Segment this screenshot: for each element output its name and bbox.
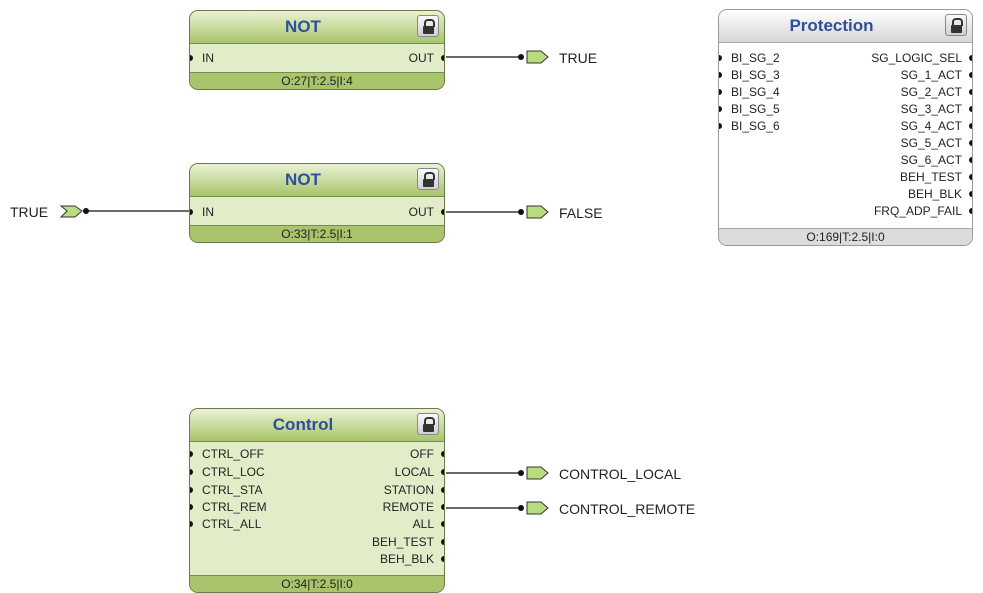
input-pin-ctrl-off[interactable]: CTRL_OFF [190, 447, 265, 461]
output-pin-out[interactable]: OUT [408, 51, 444, 65]
lock-icon[interactable] [945, 14, 967, 36]
output-pin-station[interactable]: STATION [383, 483, 444, 497]
not-block-1[interactable]: NOT IN OUT O:27|T:2.5|I:4 [189, 10, 445, 90]
output-pin-sg-5-act[interactable]: SG_5_ACT [900, 136, 972, 150]
output-pin-out[interactable]: OUT [408, 205, 444, 219]
input-pin-ctrl-all[interactable]: CTRL_ALL [190, 517, 262, 531]
signal-label-true-in: TRUE [10, 204, 49, 220]
not-block-2[interactable]: NOT IN OUT O:33|T:2.5|I:1 [189, 163, 445, 243]
block-header: NOT [190, 164, 444, 197]
block-header: Protection [719, 10, 972, 43]
input-pin-bi-sg-3[interactable]: BI_SG_3 [719, 68, 780, 82]
block-title: Protection [789, 16, 874, 35]
output-pin-beh-test[interactable]: BEH_TEST [899, 170, 972, 184]
signal-label-false: FALSE [559, 205, 603, 221]
output-connector-icon[interactable] [518, 205, 549, 219]
output-pin-off[interactable]: OFF [410, 447, 444, 461]
lock-icon[interactable] [417, 413, 439, 435]
output-pin-beh-test[interactable]: BEH_TEST [371, 535, 444, 549]
signal-label-control-remote: CONTROL_REMOTE [559, 501, 696, 517]
block-header: Control [190, 409, 444, 442]
input-pin-ctrl-sta[interactable]: CTRL_STA [190, 483, 263, 497]
output-pin-sg-6-act[interactable]: SG_6_ACT [900, 153, 972, 167]
output-pin-sg-3-act[interactable]: SG_3_ACT [900, 102, 972, 116]
input-pin-ctrl-loc[interactable]: CTRL_LOC [190, 465, 265, 479]
block-header: NOT [190, 11, 444, 44]
output-pin-beh-blk[interactable]: BEH_BLK [907, 187, 972, 201]
signal-label-true-out: TRUE [559, 50, 598, 66]
block-footer: O:33|T:2.5|I:1 [190, 225, 444, 242]
block-footer: O:27|T:2.5|I:4 [190, 72, 444, 89]
output-connector-icon[interactable] [518, 50, 549, 64]
output-pin-sg-2-act[interactable]: SG_2_ACT [900, 85, 972, 99]
output-connector-icon[interactable] [518, 501, 549, 515]
output-pin-all[interactable]: ALL [412, 517, 444, 531]
output-pin-beh-blk[interactable]: BEH_BLK [379, 552, 444, 566]
block-title: NOT [285, 170, 321, 189]
block-footer: O:169|T:2.5|I:0 [719, 228, 972, 245]
lock-icon[interactable] [417, 15, 439, 37]
output-pin-remote[interactable]: REMOTE [382, 500, 444, 514]
block-footer: O:34|T:2.5|I:0 [190, 575, 444, 592]
lock-icon[interactable] [417, 168, 439, 190]
signal-label-control-local: CONTROL_LOCAL [559, 466, 682, 482]
output-pin-sg-4-act[interactable]: SG_4_ACT [900, 119, 972, 133]
output-pin-local[interactable]: LOCAL [394, 465, 444, 479]
input-pin-bi-sg-6[interactable]: BI_SG_6 [719, 119, 780, 133]
input-pin-ctrl-rem[interactable]: CTRL_REM [190, 500, 267, 514]
input-pin-bi-sg-2[interactable]: BI_SG_2 [719, 51, 780, 65]
control-block[interactable]: Control CTRL_OFF CTRL_LOC CTRL_STA CTRL_… [189, 408, 445, 593]
input-pin-bi-sg-5[interactable]: BI_SG_5 [719, 102, 780, 116]
output-pin-sg-1-act[interactable]: SG_1_ACT [900, 68, 972, 82]
output-pin-frq-adp-fail[interactable]: FRQ_ADP_FAIL [873, 204, 972, 218]
input-connector-icon[interactable] [59, 205, 89, 218]
output-connector-icon[interactable] [518, 466, 549, 480]
block-title: NOT [285, 17, 321, 36]
input-pin-in[interactable]: IN [190, 205, 214, 219]
output-pin-sg-logic-sel[interactable]: SG_LOGIC_SEL [871, 51, 972, 65]
input-pin-bi-sg-4[interactable]: BI_SG_4 [719, 85, 780, 99]
block-title: Control [272, 415, 334, 434]
protection-block[interactable]: Protection BI_SG_2 BI_SG_3 BI_SG_4 BI_SG… [718, 9, 973, 246]
input-pin-in[interactable]: IN [190, 51, 214, 65]
